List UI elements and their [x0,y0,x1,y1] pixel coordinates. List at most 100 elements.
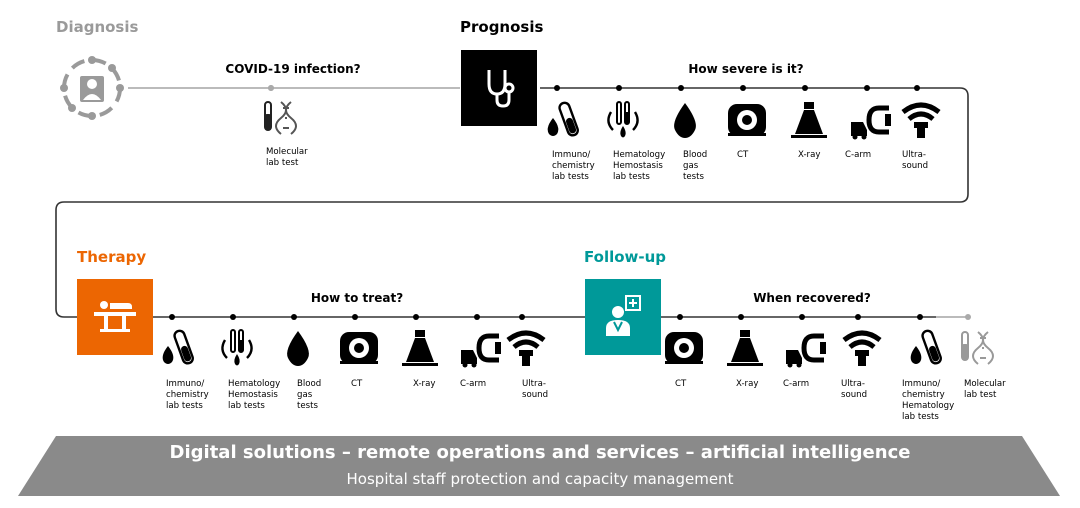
test-label-line: chemistry [552,161,595,171]
test-label-line: Hemostasis [228,390,278,400]
ultrasound-icon [899,100,943,140]
test-label-line: lab tests [166,401,203,411]
test-label-line: Immuno/ [552,150,591,160]
test-label: C-arm [783,379,809,390]
test-label: Ultra-sound [522,379,548,401]
timeline-dot [519,314,525,320]
test-label-line: gas [297,390,313,400]
test-label-line: X-ray [736,379,759,389]
test-label-line: chemistry [166,390,209,400]
c-arm-icon [784,328,828,368]
x-ray-icon [787,100,831,140]
test-label-line: tests [297,401,318,411]
timeline-dot [554,85,560,91]
test-label-line: lab tests [228,401,265,411]
immuno-chemistry-icon [902,328,946,368]
test-label-line: CT [737,150,749,160]
molecular-test-icon [257,98,301,138]
timeline-dot [738,314,744,320]
timeline-dot [352,314,358,320]
therapy-tile [77,279,153,355]
test-label-line: C-arm [460,379,487,389]
ct-scanner-icon [725,100,769,140]
timeline-dot [802,85,808,91]
banner-title: Digital solutions – remote operations an… [169,442,911,463]
timeline-dot [914,85,920,91]
test-label-line: X-ray [413,379,436,389]
test-label-line: lab tests [552,172,589,182]
molecular-test-icon [954,328,998,368]
timeline-dot [413,314,419,320]
test-label-line: lab tests [902,412,939,422]
test-label: C-arm [845,150,871,161]
blood-drop-icon [276,328,320,368]
question-prognosis: How severe is it? [688,62,804,76]
timeline-dot [474,314,480,320]
test-label-line: Ultra- [902,150,926,160]
test-label-line: C-arm [845,150,872,160]
stage-title-followup: Follow-up [584,248,667,266]
question-diagnosis: COVID-19 infection? [225,62,361,76]
stage-title-diagnosis: Diagnosis [56,18,139,36]
banner-subtitle: Hospital staff protection and capacity m… [346,470,734,488]
timeline-dot [230,314,236,320]
timeline-dot [855,314,861,320]
test-label-line: Hematology [902,401,955,411]
test-label-line: Blood [297,379,322,389]
x-ray-icon [723,328,767,368]
test-label-line: Blood [683,150,708,160]
blood-drop-icon [663,100,707,140]
ct-scanner-icon [662,328,706,368]
timeline-dot [677,314,683,320]
test-label: X-ray [736,379,758,390]
question-followup: When recovered? [753,291,871,305]
ultrasound-icon [504,328,548,368]
timeline-dot [740,85,746,91]
test-label-line: Hematology [228,379,281,389]
ultrasound-icon [840,328,884,368]
hematology-icon [215,328,259,368]
test-label-line: lab tests [613,172,650,182]
test-label-line: Immuno/ [166,379,205,389]
test-label-line: gas [683,161,699,171]
test-label: Ultra-sound [902,150,928,172]
followup-tile [585,279,661,355]
test-label-line: sound [522,390,549,400]
test-label-line: CT [675,379,687,389]
stage-title-therapy: Therapy [77,248,147,266]
test-label-line: Hemostasis [613,161,663,171]
test-label-line: lab test [266,158,299,168]
test-label: C-arm [460,379,486,390]
timeline-dot [169,314,175,320]
test-label-line: Molecular [266,147,308,157]
timeline-dot [616,85,622,91]
test-label: CT [675,379,686,390]
test-label: X-ray [798,150,820,161]
immuno-chemistry-icon [154,328,198,368]
test-label-line: lab test [964,390,997,400]
test-label-line: Ultra- [522,379,546,389]
timeline-dot [965,314,971,320]
x-ray-icon [398,328,442,368]
test-label-line: Hematology [613,150,666,160]
test-label: CT [737,150,748,161]
test-label-line: sound [902,161,929,171]
timeline-dot [291,314,297,320]
timeline-dot [917,314,923,320]
test-label: X-ray [413,379,435,390]
test-label-line: sound [841,390,868,400]
diagnosis-patient-icon [58,54,126,122]
timeline-dot [678,85,684,91]
test-label-line: chemistry [902,390,945,400]
doctor-icon [606,295,641,336]
test-label-line: Molecular [964,379,1006,389]
